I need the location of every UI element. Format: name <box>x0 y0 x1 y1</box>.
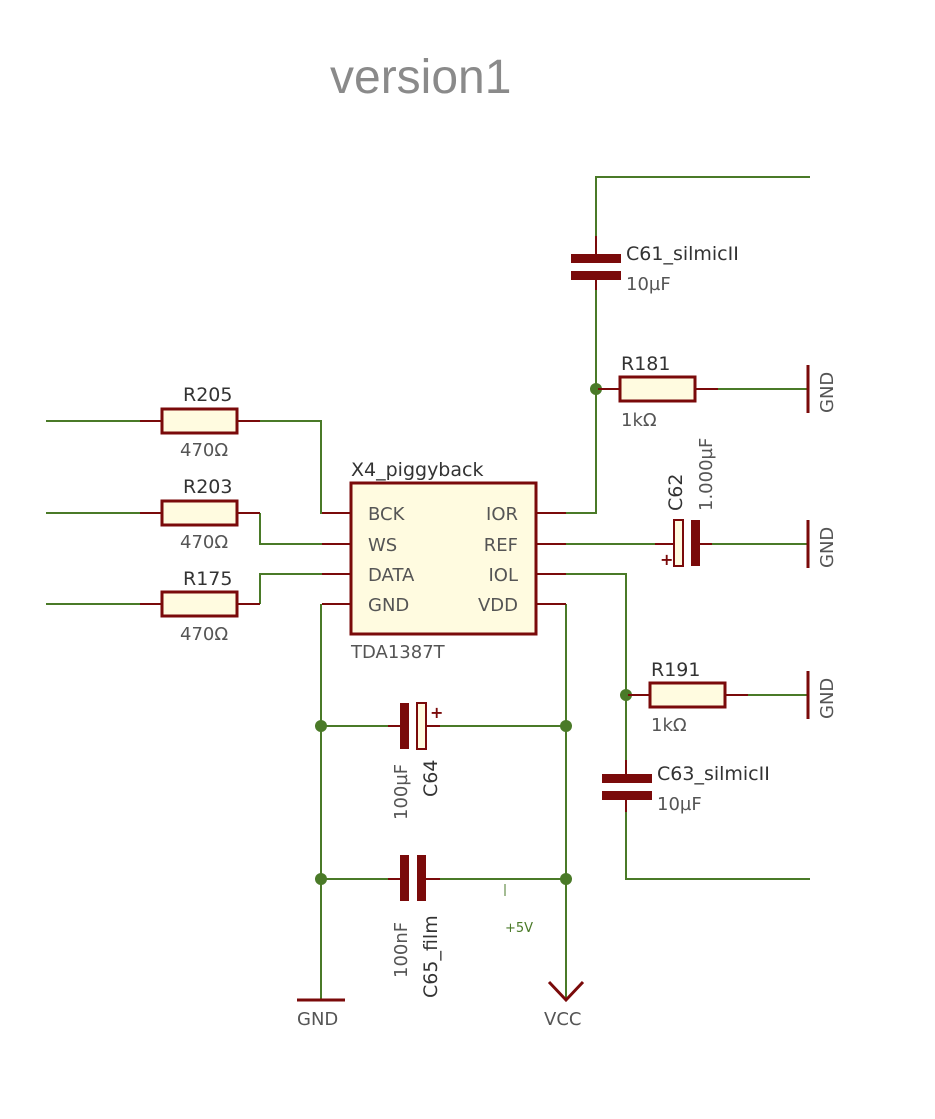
r181-ref: R181 <box>621 353 670 375</box>
ic-tda1387t: X4_piggyback TDA1387T BCK WS DATA GND IO… <box>322 459 566 663</box>
capacitor-c64: + 100µF C64 <box>388 702 443 820</box>
ic-left-pins <box>322 512 350 605</box>
junction-iol <box>620 689 632 701</box>
r205-ref: R205 <box>183 384 232 406</box>
wire-data <box>259 573 350 604</box>
ic-body <box>349 481 538 636</box>
resistor-r203: R203 470Ω <box>140 476 260 553</box>
junction-gnd-c65 <box>315 873 327 885</box>
resistor-r191: R191 1kΩ <box>628 659 748 736</box>
capacitor-c63: C63_silmicII 10µF <box>602 760 770 815</box>
wires <box>46 176 810 1000</box>
wire-c63-out <box>625 812 810 880</box>
r203-ref: R203 <box>183 476 232 498</box>
gnd-symbol-r181: GND <box>806 365 838 413</box>
junctions <box>315 383 632 885</box>
schematic-title: version1 <box>330 51 511 104</box>
gnd-symbol-r191: GND <box>806 671 838 719</box>
c61-ref: C61_silmicII <box>626 243 739 265</box>
gnd-label-c62: GND <box>817 527 838 568</box>
c65-value: 100nF <box>391 922 412 978</box>
ic-pin-bck: BCK <box>368 504 406 525</box>
c64-ref: C64 <box>420 760 442 797</box>
gnd-label-r191: GND <box>817 678 838 719</box>
gnd-label-main: GND <box>297 1009 338 1030</box>
resistor-r205: R205 470Ω <box>140 384 260 461</box>
ic-pin-ws: WS <box>368 535 397 556</box>
c64-polarity: + <box>430 703 443 722</box>
c63-value: 10µF <box>657 794 702 815</box>
r175-ref: R175 <box>183 568 232 590</box>
r191-ref: R191 <box>651 659 700 681</box>
net-label-5v: +5V <box>505 921 533 936</box>
junction-vcc-c65 <box>560 873 572 885</box>
junction-gnd-c64 <box>315 720 327 732</box>
c62-polarity: + <box>660 550 673 569</box>
wire-ws <box>259 513 350 545</box>
ic-pin-iol: IOL <box>488 565 518 586</box>
ic-pin-ref: REF <box>484 535 518 556</box>
c61-value: 10µF <box>626 274 671 295</box>
resistor-r175: R175 470Ω <box>140 568 260 645</box>
c62-value: 1.000µF <box>696 438 717 511</box>
gnd-symbol-c62: GND <box>806 520 838 568</box>
r175-value: 470Ω <box>180 624 228 645</box>
ic-pin-ior: IOR <box>486 504 518 525</box>
junction-ior <box>590 383 602 395</box>
c62-ref: C62 <box>665 474 687 511</box>
wire-iol <box>566 573 627 772</box>
wire-ior <box>566 279 597 514</box>
ic-right-pins <box>536 512 566 605</box>
gnd-symbol-main: GND <box>297 998 345 1030</box>
capacitor-c62: + C62 1.000µF <box>655 438 717 569</box>
ic-pin-data: DATA <box>368 565 415 586</box>
wire-c61-out <box>595 176 810 236</box>
c64-value: 100µF <box>391 764 412 820</box>
junction-vcc-c64 <box>560 720 572 732</box>
ic-pin-gnd: GND <box>368 595 409 616</box>
r181-value: 1kΩ <box>621 410 657 431</box>
vcc-label: VCC <box>544 1009 581 1030</box>
c63-ref: C63_silmicII <box>657 763 770 785</box>
ic-pin-vdd: VDD <box>478 595 518 616</box>
c65-ref: C65_film <box>420 915 442 998</box>
ic-part: TDA1387T <box>350 642 446 663</box>
vcc-symbol: VCC <box>544 980 585 1030</box>
r191-value: 1kΩ <box>651 715 687 736</box>
r205-value: 470Ω <box>180 440 228 461</box>
gnd-label-r181: GND <box>817 372 838 413</box>
capacitor-c61: C61_silmicII 10µF <box>571 236 739 295</box>
r203-value: 470Ω <box>180 532 228 553</box>
resistor-r181: R181 1kΩ <box>598 353 718 431</box>
capacitor-c65: 100nF C65_film <box>388 855 442 998</box>
ic-name: X4_piggyback <box>351 459 483 481</box>
wire-bck <box>260 420 350 514</box>
